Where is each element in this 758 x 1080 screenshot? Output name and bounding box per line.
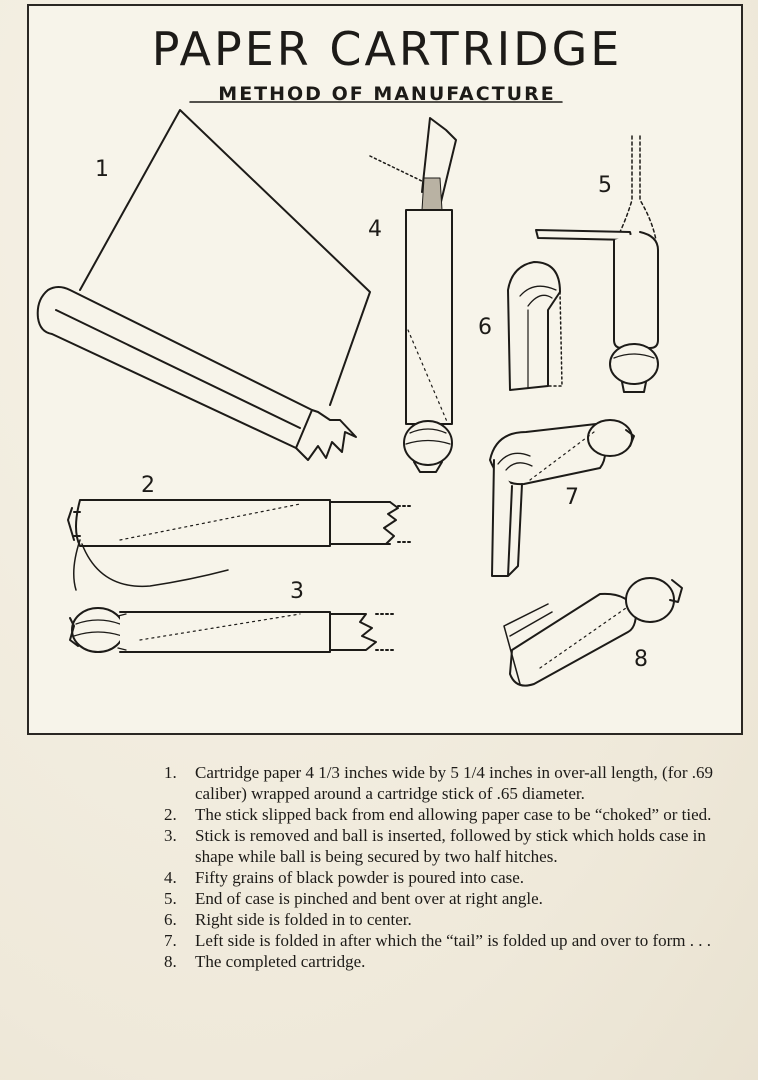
figure-label-5: 5: [598, 173, 612, 198]
manufacture-steps-list: 1. Cartridge paper 4 1/3 inches wide by 5…: [160, 762, 735, 972]
step-text: Stick is removed and ball is inserted, f…: [195, 826, 706, 866]
step-item: 6. Right side is folded in to center.: [160, 909, 735, 930]
step-number: 8.: [164, 952, 177, 971]
figure-6-right-fold: [507, 261, 563, 391]
step-number: 5.: [164, 889, 177, 908]
figure-label-1: 1: [95, 157, 109, 182]
step-text: Fifty grains of black powder is poured i…: [195, 868, 525, 887]
figure-4-powder-pouring: [369, 117, 457, 473]
step-text: Cartridge paper 4 1/3 inches wide by 5 1…: [195, 763, 714, 803]
step-item: 5. End of case is pinched and bent over a…: [160, 888, 735, 909]
figure-label-4: 4: [368, 217, 382, 242]
figure-8-completed-cartridge: [503, 577, 683, 687]
figure-3-ball-secured: [69, 607, 395, 653]
step-number: 6.: [164, 910, 177, 929]
figure-label-8: 8: [634, 647, 648, 672]
step-item: 7. Left side is folded in after which the…: [160, 930, 735, 951]
page-subtitle: METHOD OF MANUFACTURE: [218, 83, 556, 105]
step-item: 4. Fifty grains of black powder is poured…: [160, 867, 735, 888]
step-number: 7.: [164, 931, 177, 950]
figure-1-paper-and-stick: [36, 109, 371, 461]
step-text: Right side is folded in to center.: [195, 910, 412, 929]
step-text: The completed cartridge.: [195, 952, 366, 971]
figure-label-3: 3: [290, 579, 304, 604]
step-number: 1.: [164, 763, 177, 782]
page-title: PAPER CARTRIDGE: [151, 22, 623, 76]
step-text: Left side is folded in after which the “…: [195, 931, 711, 950]
step-number: 4.: [164, 868, 177, 887]
step-item: 8. The completed cartridge.: [160, 951, 735, 972]
figure-label-6: 6: [478, 315, 492, 340]
figure-label-7: 7: [565, 485, 579, 510]
figure-7-left-fold: [489, 419, 635, 577]
step-number: 3.: [164, 826, 177, 845]
step-item: 2. The stick slipped back from end allowi…: [160, 804, 735, 825]
step-text: The stick slipped back from end allowing…: [195, 805, 712, 824]
step-item: 1. Cartridge paper 4 1/3 inches wide by 5…: [160, 762, 735, 804]
figure-2-choked-case: [67, 499, 413, 591]
figure-5-bent-end: [535, 135, 659, 393]
step-number: 2.: [164, 805, 177, 824]
figure-label-2: 2: [141, 473, 155, 498]
step-item: 3. Stick is removed and ball is inserted,…: [160, 825, 735, 867]
step-text: End of case is pinched and bent over at …: [195, 889, 543, 908]
